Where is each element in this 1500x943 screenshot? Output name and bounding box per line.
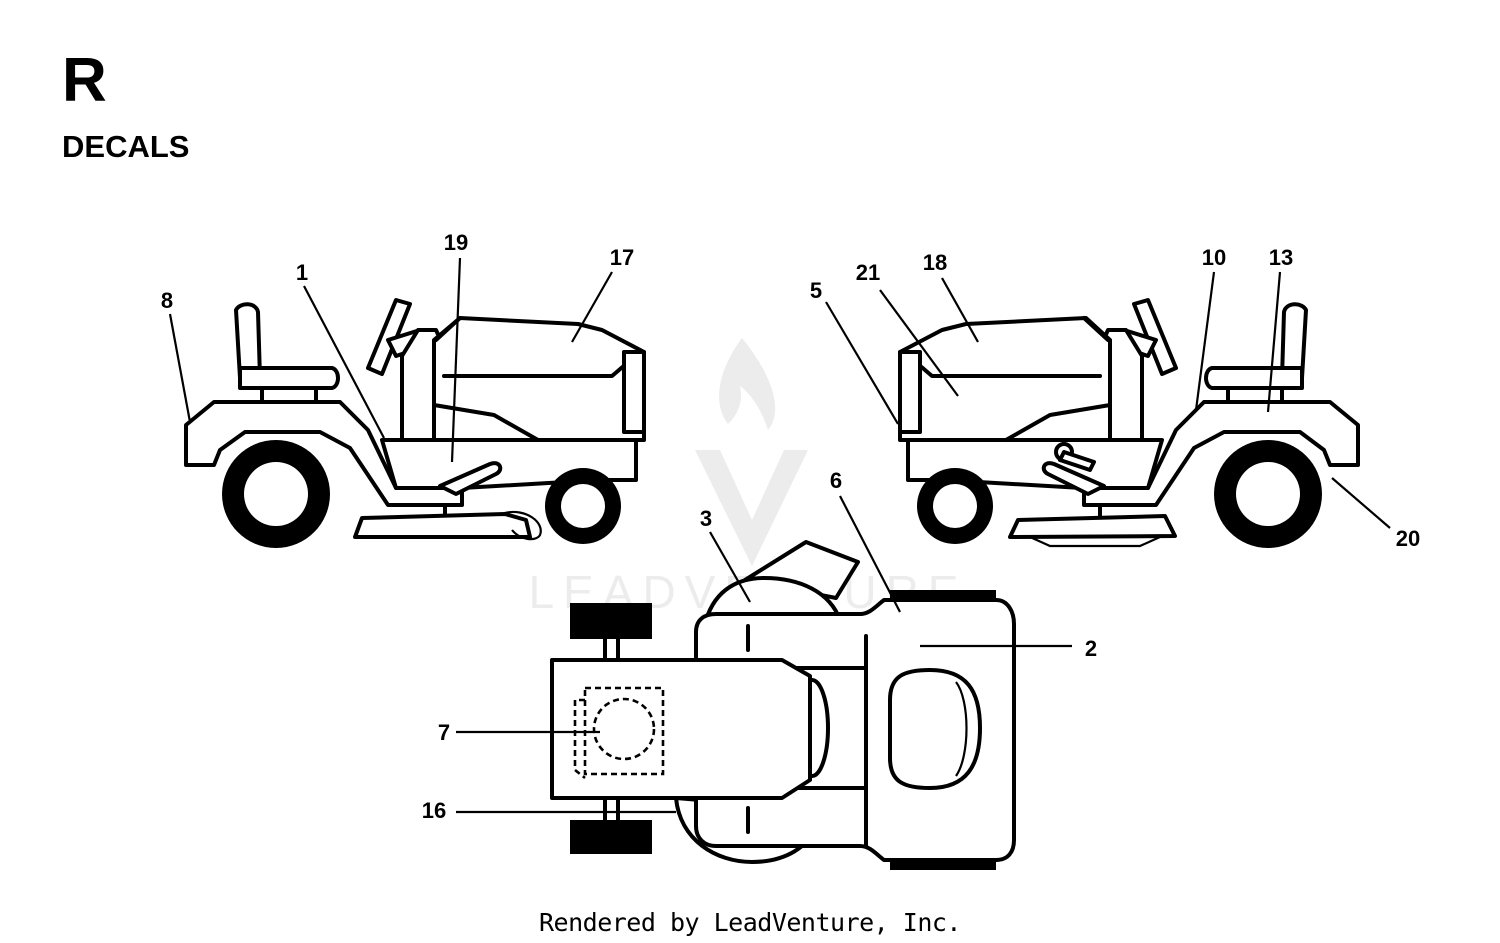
rear-wheel-top-right (570, 820, 652, 854)
deck-skirt (1029, 535, 1161, 548)
leader-20 (1331, 477, 1391, 529)
callout-2: 2 (1085, 636, 1097, 661)
mower-deck (353, 512, 532, 539)
height-lever (1058, 450, 1096, 472)
rear-platform (550, 658, 812, 800)
callout-5: 5 (810, 278, 822, 303)
steering-wheel (1132, 298, 1178, 376)
foot-pedal (1041, 461, 1106, 496)
headlight-grille (898, 350, 922, 434)
leader-13 (1266, 271, 1282, 413)
leader-18 (941, 277, 979, 343)
callout-17: 17 (610, 245, 634, 270)
seat-bottom (238, 366, 340, 390)
decal-7-circle (592, 697, 656, 761)
front-wheel-hub (933, 484, 977, 528)
hood-top (888, 668, 982, 790)
leader-lines (168, 257, 1391, 814)
hood-front-edge (1082, 316, 1110, 342)
leader-5 (825, 301, 899, 425)
leader-21 (879, 289, 959, 397)
callout-1: 1 (296, 260, 308, 285)
leader-19 (450, 257, 462, 463)
callout-20: 20 (1396, 526, 1420, 551)
rear-wheel-hub (244, 462, 308, 526)
leader-17 (571, 271, 613, 343)
mower-deck (1008, 514, 1177, 539)
hood (432, 316, 646, 442)
tractor-left-side-view (184, 298, 646, 548)
tractor-top-view (550, 540, 1016, 870)
rear-wheel-hub (1236, 462, 1300, 526)
hood-side-contour (1004, 403, 1112, 442)
leader-10 (1194, 271, 1216, 411)
front-wheel-hub (561, 484, 605, 528)
callout-8: 8 (161, 288, 173, 313)
leader-1 (303, 285, 385, 439)
hood-panel-line (442, 362, 628, 378)
callout-21: 21 (856, 260, 880, 285)
steering-wheel (366, 298, 412, 376)
leader-3 (709, 531, 751, 603)
leader-8 (168, 313, 192, 423)
rear-wheel-top-left (570, 603, 652, 639)
tractor-right-side-view (898, 298, 1360, 548)
foot-pedal (438, 461, 503, 496)
footer-credit: Rendered by LeadVenture, Inc. (539, 908, 962, 937)
seat-top (704, 576, 842, 622)
hood (898, 316, 1112, 442)
decal-7-outline-offset (573, 698, 586, 780)
leader-6 (839, 495, 901, 613)
callout-7: 7 (438, 720, 450, 745)
hood-bulge (955, 681, 968, 777)
callout-3: 3 (700, 506, 712, 531)
deck-chute (504, 510, 542, 541)
hood-panel-line (916, 362, 1102, 378)
headlight-grille (622, 350, 646, 434)
hood-front-edge (434, 316, 462, 342)
callout-18: 18 (923, 250, 947, 275)
callout-16: 16 (422, 798, 446, 823)
section-title: DECALS (62, 129, 190, 164)
callout-19: 19 (444, 230, 468, 255)
callout-13: 13 (1269, 245, 1293, 270)
callout-labels: 8 1 19 17 5 21 18 10 13 20 3 6 2 7 16 (161, 230, 1420, 823)
watermark-flame-logo (695, 338, 808, 566)
callout-6: 6 (830, 468, 842, 493)
callout-10: 10 (1202, 245, 1226, 270)
seat-bottom (1204, 366, 1304, 390)
rear-fender (184, 400, 464, 507)
section-letter: R (62, 46, 107, 115)
